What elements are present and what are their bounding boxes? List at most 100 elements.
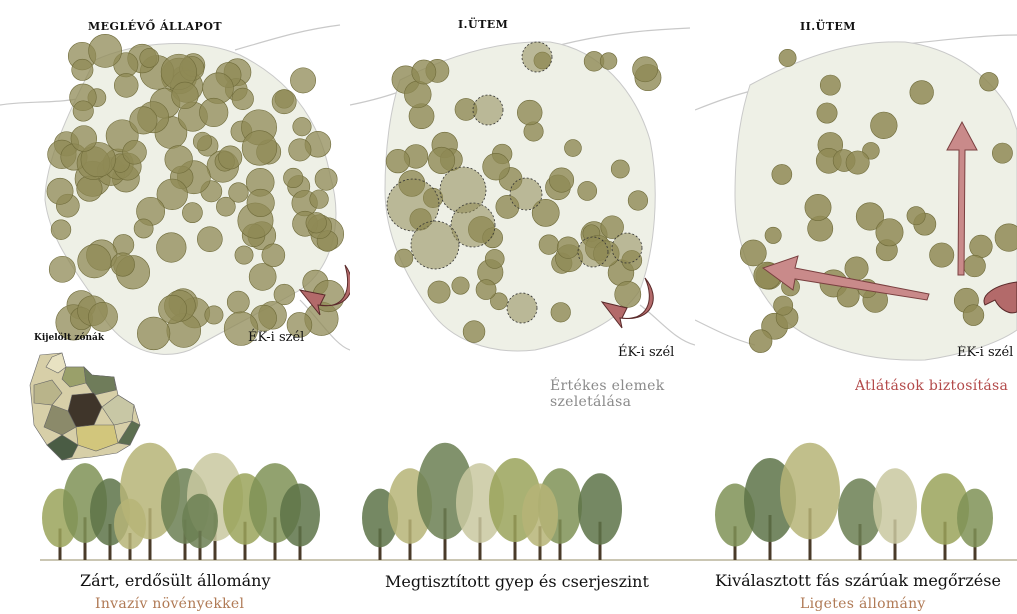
zone-map-title: Kijelölt zónák bbox=[34, 333, 104, 343]
tree-canopy bbox=[522, 42, 552, 72]
elevation-strip bbox=[0, 410, 1017, 570]
tree-crown bbox=[780, 443, 840, 540]
tree-canopy bbox=[411, 221, 459, 269]
tree-canopy bbox=[805, 194, 831, 220]
tree-canopy bbox=[907, 207, 925, 225]
plan-panel-stage-1: I.ÜTEM ÉK-i szél Értékes elemek szeletál… bbox=[350, 0, 695, 400]
tree-canopy bbox=[293, 117, 311, 135]
tree-canopy bbox=[290, 68, 315, 93]
tree-canopy bbox=[289, 139, 311, 161]
tree-canopy bbox=[876, 219, 903, 246]
caption-closed-forest: Zárt, erdősült állomány bbox=[80, 571, 271, 590]
tree-canopy bbox=[871, 112, 898, 139]
tree-canopy bbox=[463, 321, 485, 343]
tree-canopy bbox=[274, 284, 295, 305]
tree-canopy bbox=[283, 168, 303, 188]
tree-canopy bbox=[612, 233, 642, 263]
tree-canopy bbox=[51, 220, 71, 240]
tree-canopy bbox=[578, 181, 597, 200]
tree-canopy bbox=[123, 140, 147, 164]
plan-panel-stage-2: II.ÜTEM ÉK-i szél Átlátások biztosítása bbox=[695, 0, 1017, 400]
tree-canopy bbox=[765, 227, 781, 243]
wind-label: ÉK-i szél bbox=[618, 345, 674, 360]
tree-canopy bbox=[551, 302, 571, 322]
tree-crown bbox=[182, 494, 218, 549]
tree-canopy bbox=[483, 153, 510, 180]
tree-canopy bbox=[262, 244, 285, 267]
tree-canopy bbox=[817, 103, 837, 123]
tree-canopy bbox=[89, 34, 122, 67]
tree-crown bbox=[578, 473, 622, 544]
tree-canopy bbox=[159, 295, 187, 323]
tree-canopy bbox=[485, 249, 504, 268]
tree-canopy bbox=[205, 306, 223, 324]
tree-crown bbox=[280, 484, 320, 547]
caption-invasive-plants: Invazív növényekkel bbox=[95, 596, 244, 612]
tree-canopy bbox=[78, 245, 111, 278]
tree-canopy bbox=[779, 49, 796, 66]
tree-canopy bbox=[910, 81, 934, 105]
wind-label: ÉK-i szél bbox=[957, 345, 1017, 360]
tree-canopy bbox=[404, 81, 431, 108]
tree-canopy bbox=[47, 178, 73, 204]
tree-canopy bbox=[77, 176, 102, 201]
tree-canopy bbox=[615, 281, 641, 307]
tree-canopy bbox=[235, 246, 253, 264]
tree-canopy bbox=[130, 107, 157, 134]
tree-canopy bbox=[740, 240, 766, 266]
tree-canopy bbox=[820, 75, 840, 95]
tree-canopy bbox=[749, 330, 772, 353]
tree-crown bbox=[873, 468, 917, 544]
tree-canopy bbox=[395, 249, 413, 267]
tree-canopy bbox=[247, 189, 274, 216]
tree-canopy bbox=[111, 253, 134, 276]
tree-canopy bbox=[846, 151, 869, 174]
tree-canopy bbox=[473, 95, 503, 125]
tree-canopy bbox=[199, 98, 228, 127]
stage-note: Átlátások biztosítása bbox=[855, 378, 1017, 394]
tree-canopy bbox=[772, 164, 792, 184]
tree-canopy bbox=[71, 126, 97, 152]
tree-canopy bbox=[315, 168, 337, 190]
tree-canopy bbox=[517, 100, 542, 125]
tree-canopy bbox=[306, 212, 327, 233]
tree-canopy bbox=[156, 233, 186, 263]
tree-canopy bbox=[992, 143, 1012, 163]
tree-canopy bbox=[930, 243, 954, 267]
tree-canopy bbox=[578, 237, 608, 267]
tree-canopy bbox=[980, 72, 999, 91]
caption-grove-stand: Ligetes állomány bbox=[800, 596, 926, 612]
tree-canopy bbox=[845, 257, 868, 280]
tree-canopy bbox=[197, 227, 222, 252]
tree-canopy bbox=[227, 291, 249, 313]
tree-canopy bbox=[970, 235, 993, 258]
tree-canopy bbox=[229, 183, 249, 203]
panel-title: I.ÜTEM bbox=[458, 18, 508, 31]
tree-canopy bbox=[633, 57, 658, 82]
tree-canopy bbox=[428, 281, 450, 303]
tree-canopy bbox=[49, 256, 75, 282]
tree-canopy bbox=[165, 146, 193, 174]
wind-label: ÉK-i szél bbox=[248, 330, 304, 345]
tree-canopy bbox=[628, 191, 648, 211]
tree-canopy bbox=[539, 235, 559, 255]
tree-canopy bbox=[428, 147, 454, 173]
panel-title: MEGLÉVŐ ÁLLAPOT bbox=[88, 20, 222, 33]
plan-drawing-stage-2 bbox=[695, 0, 1017, 400]
tree-canopy bbox=[72, 59, 93, 80]
tree-canopy bbox=[964, 255, 986, 277]
caption-cleared-understory: Megtisztított gyep és cserjeszint bbox=[385, 572, 649, 591]
tree-canopy bbox=[249, 263, 276, 290]
tree-canopy bbox=[310, 190, 329, 209]
tree-canopy bbox=[242, 131, 277, 166]
tree-canopy bbox=[386, 149, 410, 173]
tree-canopy bbox=[476, 280, 496, 300]
plan-drawing-stage-1 bbox=[350, 0, 695, 400]
tree-canopy bbox=[564, 140, 581, 157]
tree-canopy bbox=[73, 101, 93, 121]
tree-canopy bbox=[452, 277, 469, 294]
elevation-drawing bbox=[0, 410, 1017, 570]
tree-canopy bbox=[172, 82, 199, 109]
tree-canopy bbox=[219, 146, 242, 169]
tree-canopy bbox=[232, 88, 254, 110]
